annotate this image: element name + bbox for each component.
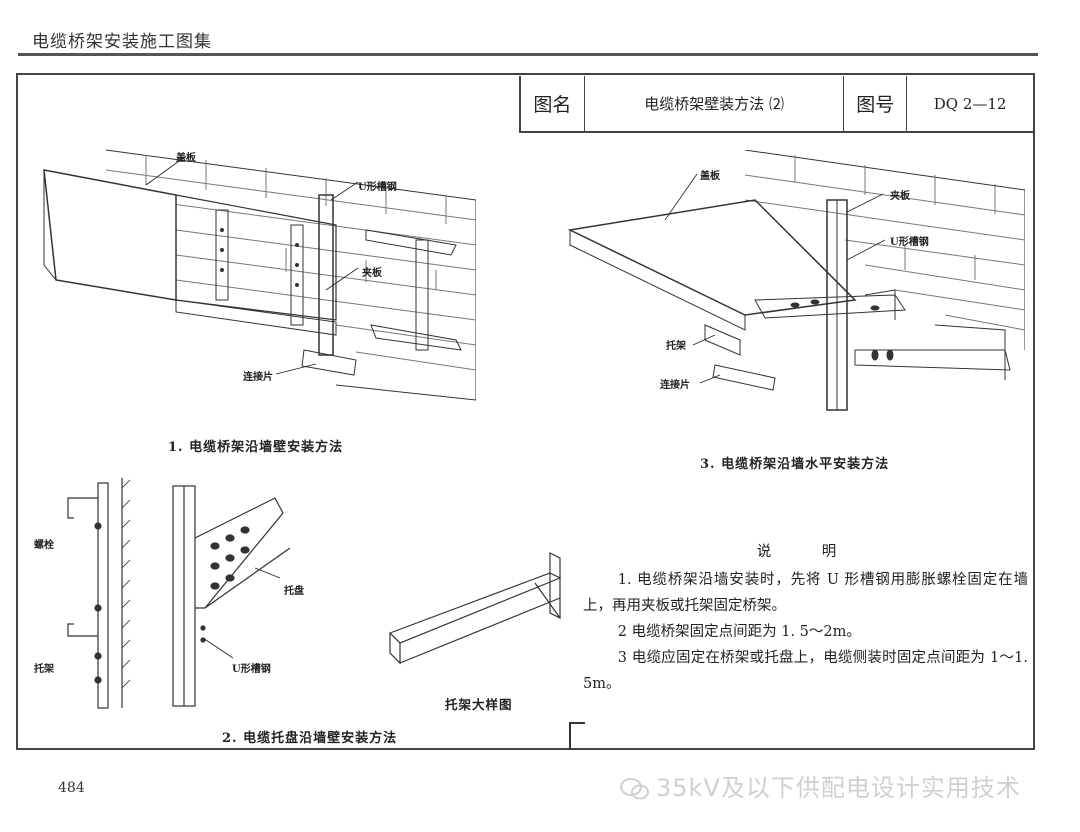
notes-section: 说 明 1. 电缆桥架沿墙安装时，先将 U 形槽钢用膨胀螺栓固定在墙上，再用夹板… xyxy=(583,539,1028,697)
figure-1-caption: 1. 电缆桥架沿墙壁安装方法 xyxy=(168,440,344,455)
figure-3-drawing xyxy=(567,150,1025,411)
wechat-icon xyxy=(620,778,649,800)
drawing-number-label: 图号 xyxy=(844,76,908,131)
bracket-detail-caption: 托架大样图 xyxy=(445,697,513,712)
fig3-label-channel: U形槽钢 xyxy=(890,237,929,248)
fig2-label-channel: U形槽钢 xyxy=(232,664,271,675)
fig1-label-cover: 盖板 xyxy=(176,153,196,164)
fig3-label-cover: 盖板 xyxy=(700,171,720,182)
fig3-label-bracket: 托架 xyxy=(666,341,686,352)
fig1-label-channel: U形槽钢 xyxy=(358,182,397,193)
watermark-text: 35kV及以下供配电设计实用技术 xyxy=(656,774,1021,802)
drawing-frame xyxy=(16,73,1035,750)
book-title: 电缆桥架安装施工图集 xyxy=(32,32,212,52)
figure-3-caption: 3. 电缆桥架沿墙水平安装方法 xyxy=(700,457,890,472)
page-number: 484 xyxy=(58,780,85,796)
figure-2-caption: 2. 电缆托盘沿墙壁安装方法 xyxy=(222,731,398,746)
note-item: 1. 电缆桥架沿墙安装时，先将 U 形槽钢用膨胀螺栓固定在墙上，再用夹板或托架固… xyxy=(583,572,1028,614)
fig2-label-bolt: 螺栓 xyxy=(34,540,54,551)
drawing-number-value: DQ 2—12 xyxy=(933,94,1007,113)
fig1-label-clamp: 夹板 xyxy=(362,268,382,279)
figure-2-side-drawing xyxy=(67,478,131,709)
fig2-label-bracket: 托架 xyxy=(34,664,54,675)
notes-title: 说 明 xyxy=(756,544,855,560)
fig2-label-tray: 托盘 xyxy=(284,586,304,597)
drawing-name-value: 电缆桥架壁装方法 ⑵ xyxy=(585,76,845,131)
fig1-label-connector: 连接片 xyxy=(243,372,273,383)
fig3-label-connector: 连接片 xyxy=(660,380,690,391)
title-block: 图名 电缆桥架壁装方法 ⑵ 图号 DQ 2—12 xyxy=(519,76,1033,133)
fig3-label-clamp: 夹板 xyxy=(890,191,910,202)
figure-2-iso-drawing xyxy=(172,485,291,707)
figure-1-drawing xyxy=(43,149,476,401)
watermark: 35kV及以下供配电设计实用技术 xyxy=(620,768,1021,803)
note-item: 3 电缆应固定在桥架或托盘上，电缆侧装时固定点间距为 1～1. 5m。 xyxy=(583,650,1028,692)
bracket-detail-drawing xyxy=(388,552,562,665)
header-rule xyxy=(18,53,1038,56)
note-item: 2 电缆桥架固定点间距为 1. 5～2m。 xyxy=(617,624,861,640)
drawing-name-label: 图名 xyxy=(521,76,585,131)
corner-mark xyxy=(569,722,585,750)
